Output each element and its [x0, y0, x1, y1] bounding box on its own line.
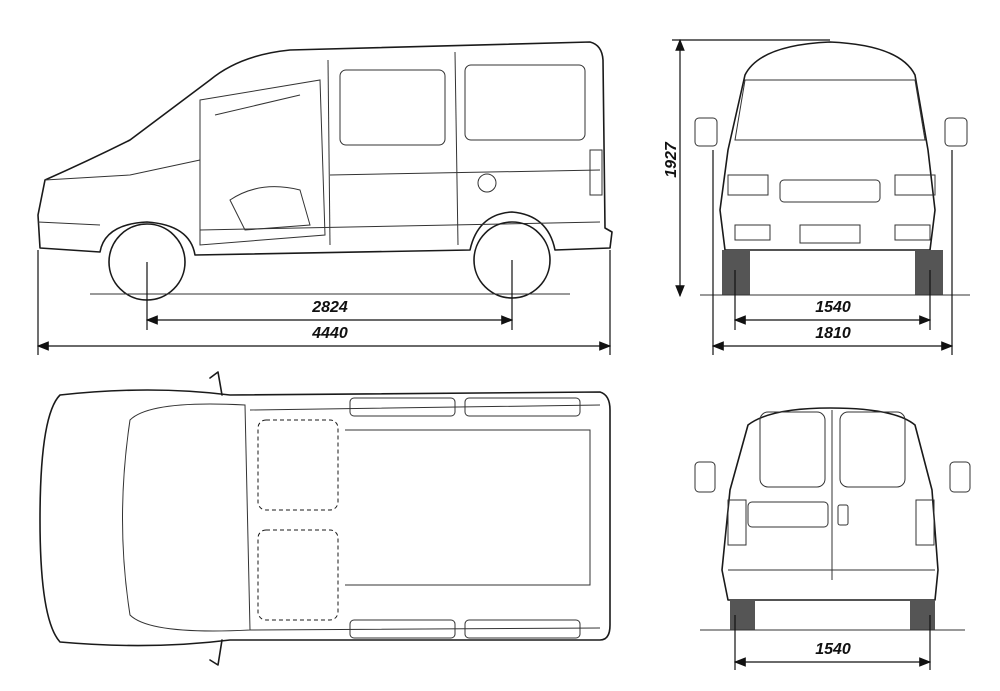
overall-width-label: 1810 — [815, 325, 851, 342]
top-view — [39, 371, 611, 666]
overall-length-label: 4440 — [311, 325, 348, 342]
overall-height-label: 1927 — [663, 141, 680, 178]
wheelbase-label: 2824 — [311, 299, 348, 316]
rear-track-label: 1540 — [815, 641, 851, 658]
front-view — [694, 41, 970, 296]
side-view — [37, 41, 613, 301]
front-track-label: 1540 — [815, 299, 851, 316]
rear-view — [694, 407, 971, 631]
